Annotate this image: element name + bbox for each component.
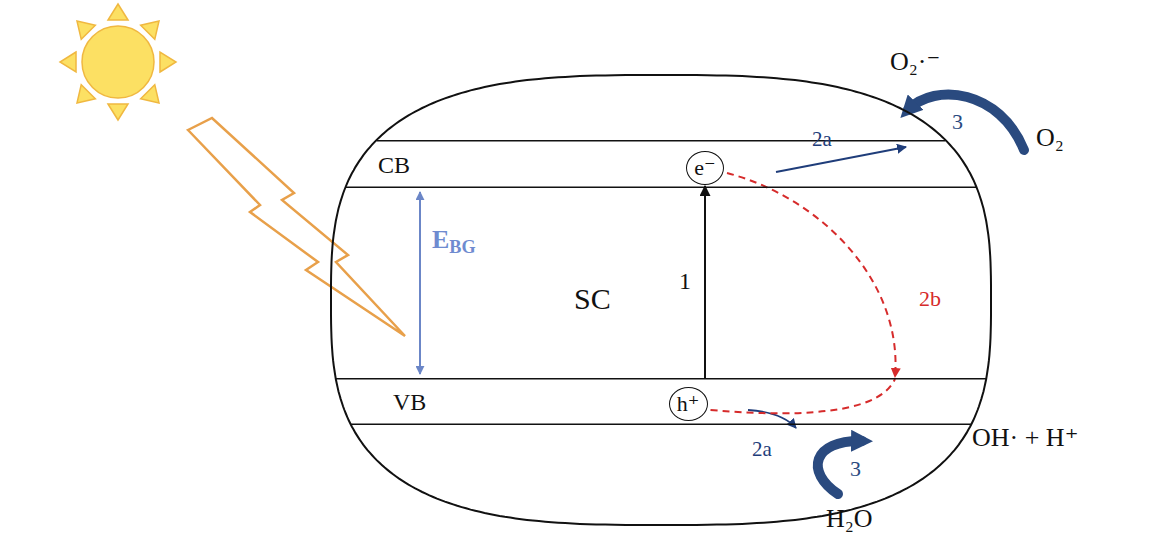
particle-outline-path xyxy=(331,75,991,525)
carrier-symbol: h⁺ xyxy=(677,392,700,416)
sun-disc xyxy=(82,26,154,98)
sun-ray xyxy=(108,104,128,120)
species-label: O₂ xyxy=(1036,124,1064,153)
band-label: VB xyxy=(393,389,426,415)
bandgap-arrow xyxy=(419,192,421,374)
conduction-band: CB e⁻ xyxy=(331,140,991,188)
bandgap-label: EBG xyxy=(432,226,476,257)
carrier-symbol: e⁻ xyxy=(694,156,715,180)
step-number: 2b xyxy=(919,287,941,311)
sun-ray xyxy=(60,52,76,72)
particle-outline xyxy=(331,75,991,525)
oxidation-arrow xyxy=(818,441,862,494)
electron-circle: e⁻ xyxy=(686,151,724,185)
semiconductor-particle: SC CB e⁻ VB h⁺ xyxy=(331,75,991,525)
step-number: 3 xyxy=(952,110,963,134)
sun-ray xyxy=(160,52,176,72)
sun-icon xyxy=(60,4,176,120)
species-label: O₂·⁻ xyxy=(890,48,940,77)
step-number: 2a xyxy=(752,438,772,461)
label-part: E xyxy=(432,225,449,254)
label-subscript: BG xyxy=(449,237,475,257)
sun-ray xyxy=(108,4,128,20)
band-edges xyxy=(331,140,991,188)
excitation-arrow xyxy=(704,186,706,378)
band-edge-line xyxy=(351,424,971,426)
lightning-bolt xyxy=(188,118,405,336)
band-edge-line xyxy=(345,187,977,189)
species-label: OH· + H⁺ xyxy=(972,424,1078,453)
step-number: 3 xyxy=(850,457,861,481)
recombination-path xyxy=(727,173,896,377)
band-label: CB xyxy=(378,152,410,178)
band-edge-line xyxy=(377,140,946,142)
valence-band: VB h⁺ xyxy=(331,378,991,425)
band-edges xyxy=(331,378,991,425)
hole-circle: h⁺ xyxy=(669,387,708,421)
step-number: 1 xyxy=(679,268,691,294)
electron-transfer-arrow xyxy=(776,147,906,172)
species-label: H₂O xyxy=(826,505,873,534)
recombination-path xyxy=(711,379,896,413)
step-number: 2a xyxy=(812,128,832,151)
particle-label: SC xyxy=(574,282,611,315)
band-edge-line xyxy=(336,378,987,380)
